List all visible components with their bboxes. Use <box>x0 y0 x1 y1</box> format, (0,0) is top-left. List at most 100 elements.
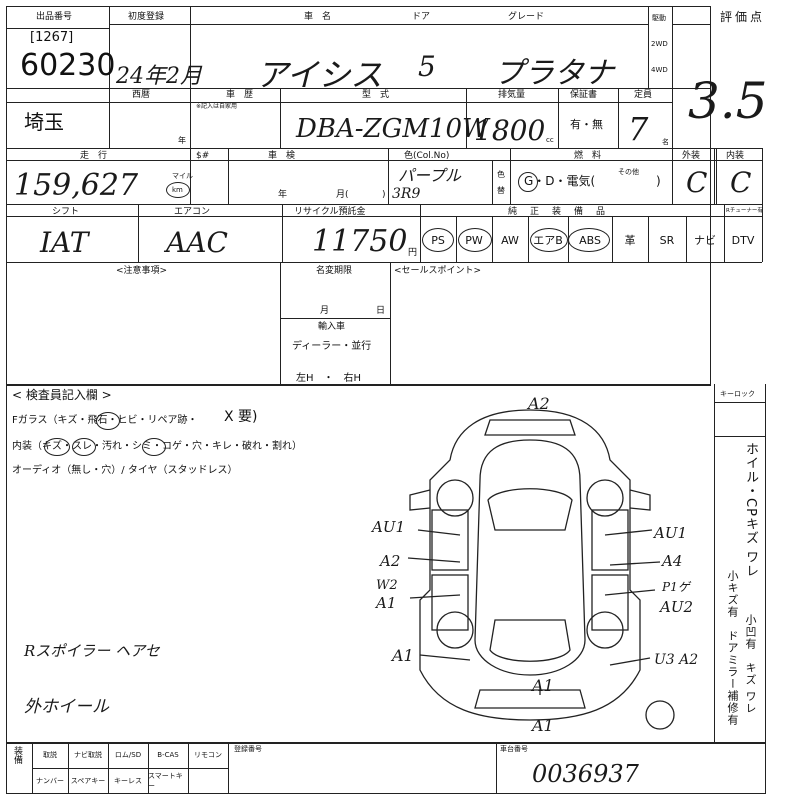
rule <box>492 160 494 204</box>
first-reg-value: 24年2月 <box>116 64 202 89</box>
capacity-label: 定員 <box>634 90 653 100</box>
rule <box>420 204 422 262</box>
footer-item: キーレス <box>114 777 142 785</box>
rule <box>6 148 711 150</box>
inspection-label: 車 検 <box>268 151 296 161</box>
displacement-value: 1800 <box>474 114 546 147</box>
caution-label: <注意事項> <box>116 266 168 276</box>
drive-4wd: 4WD <box>651 66 668 74</box>
interior-wear-circle <box>72 438 96 456</box>
rule <box>6 160 711 162</box>
km-unit: km <box>172 186 183 194</box>
drive-2wd: 2WD <box>651 40 668 48</box>
rule <box>492 216 494 262</box>
r-tuner-label: Rチューナー有 <box>726 208 763 214</box>
rule <box>714 384 716 744</box>
year-label: 西暦 <box>132 90 151 100</box>
car-diagram <box>407 409 675 730</box>
damage-mark: A2 <box>380 552 401 570</box>
rule <box>612 216 614 262</box>
damage-mark: AU1 <box>372 518 406 536</box>
first-reg-label: 初度登録 <box>128 12 165 22</box>
side-note-col3: 小凹有 キズ ワレ <box>744 614 757 715</box>
footer-item: ロム/SD <box>114 751 142 759</box>
damage-mark: AU1 <box>654 524 688 542</box>
rule <box>148 742 150 794</box>
ac-label: エアコン <box>174 207 211 217</box>
grade-label: グレード <box>508 12 545 22</box>
option-ps-circle <box>422 228 454 252</box>
displacement-label: 排気量 <box>498 90 526 100</box>
color-change-2: 替 <box>497 186 505 195</box>
rule <box>6 88 711 90</box>
rule <box>6 384 711 386</box>
fuel-g-circle <box>518 172 538 192</box>
chassis-no-value: 0036937 <box>532 760 639 788</box>
rule <box>648 6 650 88</box>
side-note-col2: 小キズ有 ドアミラー <box>726 570 739 690</box>
rule <box>714 148 716 204</box>
sharp-label: $# <box>196 151 210 161</box>
color-code: 3R9 <box>392 186 421 202</box>
rule <box>672 204 762 206</box>
rule <box>420 216 762 218</box>
rule <box>672 6 674 204</box>
rule <box>108 742 110 794</box>
inspection-year: 年 <box>278 190 288 200</box>
inspector-title: < 検査員記入欄 > <box>12 388 112 402</box>
mileage-label: 走 行 <box>80 151 108 161</box>
keylock-label: キーロック <box>720 390 755 398</box>
option-abs-circle <box>568 228 610 252</box>
rule <box>138 204 140 262</box>
rule <box>6 262 711 264</box>
rule <box>190 6 192 148</box>
fuel-close: ) <box>656 174 661 188</box>
recycle-value: 11750 <box>312 224 408 259</box>
chassis-label: 車 歴 <box>226 90 254 100</box>
lot-label: 出品番号 <box>36 12 73 22</box>
rule <box>282 204 284 262</box>
option-navi: ナビ <box>694 234 716 247</box>
deadline-month: 月 <box>320 306 330 316</box>
rule <box>390 262 392 384</box>
fuel-label: 燃 料 <box>574 151 602 161</box>
damage-mark: A1 <box>532 716 554 735</box>
shift-label: シフト <box>52 207 80 217</box>
rule <box>6 204 711 206</box>
rule <box>558 88 560 148</box>
mile-label: マイル <box>172 172 193 180</box>
rule <box>32 768 228 770</box>
interior-stain-circle <box>142 438 166 456</box>
rule <box>188 742 190 794</box>
chassis-note: ※記入は自家用 <box>196 103 238 110</box>
side-note-col4: 補修有 <box>726 690 739 726</box>
damage-mark: W2 <box>376 578 398 593</box>
hand-note-wheel: 外ホイール <box>24 697 109 717</box>
rule <box>762 148 764 204</box>
rule <box>228 148 230 204</box>
model-value: DBA-ZGM10W <box>296 114 489 144</box>
rule <box>724 204 726 262</box>
option-sr: SR <box>659 233 675 247</box>
damage-mark: A1 <box>376 594 397 612</box>
rule <box>714 402 766 404</box>
deadline-label: 名変期限 <box>316 266 353 276</box>
footer-equip-label: 装備 <box>12 746 22 764</box>
equip-label: 純 正 装 備 品 <box>508 207 608 217</box>
model-label: 型 式 <box>362 90 390 100</box>
score-label: 評価点 <box>720 10 766 24</box>
color-value: パープル <box>398 166 462 185</box>
rule <box>6 28 109 30</box>
inspector-line3: オーディオ（無し・穴）/ タイヤ（スタッドレス） <box>12 465 238 476</box>
interior-scratch-circle <box>44 438 70 456</box>
warranty-value: 有・無 <box>570 118 603 131</box>
option-pw-circle <box>458 228 492 252</box>
dealer-label: ディーラー・並行 <box>292 341 372 352</box>
rule <box>528 216 530 262</box>
reg-no-label: 登録番号 <box>234 745 262 753</box>
rule <box>6 102 672 104</box>
footer-item: B-CAS <box>157 751 179 759</box>
exterior-label: 外装 <box>682 151 701 161</box>
damage-mark: P1ゲ <box>662 580 690 594</box>
option-airbag-circle <box>530 228 568 252</box>
